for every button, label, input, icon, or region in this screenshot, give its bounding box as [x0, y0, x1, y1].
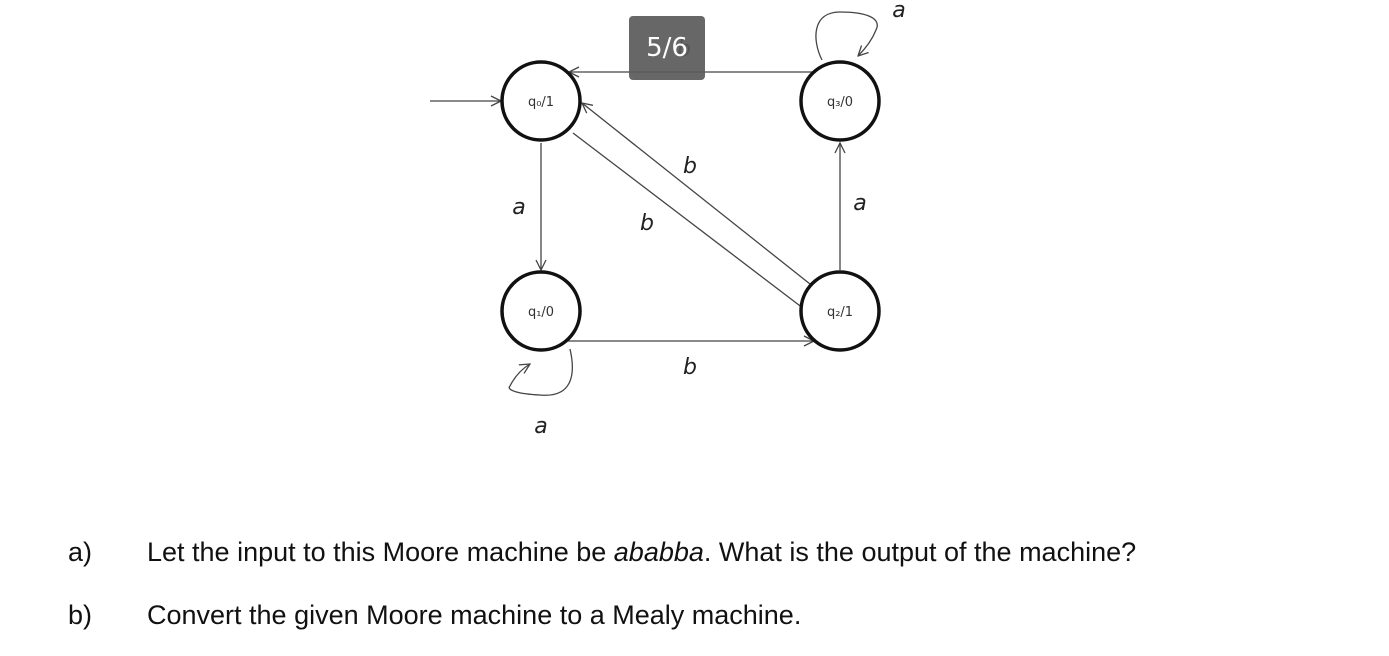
state-q0: q₀/1: [500, 60, 582, 142]
page-indicator: 5/6: [629, 16, 705, 80]
state-label-q2: q₂/1: [827, 305, 853, 320]
edge-label-q0-q1: a: [512, 195, 525, 220]
state-q2: q₂/1: [799, 270, 881, 352]
edge-q2-q0: [582, 103, 811, 285]
question-a-letter: a): [68, 537, 93, 567]
question-a-text-before: Let the input to this Moore machine be: [147, 537, 614, 567]
state-label-q3: q₃/0: [827, 95, 853, 110]
question-a-text-after: . What is the output of the machine?: [703, 537, 1137, 567]
state-label-q0: q₀/1: [528, 95, 554, 110]
question-a-text: Let the input to this Moore machine be a…: [147, 537, 1136, 568]
state-q3: q₃/0: [799, 60, 881, 142]
edge-label-q1-q2: b: [683, 355, 697, 380]
edge-label-q1-q1: a: [534, 414, 547, 439]
moore-machine-diagram: a a b b b a a b q₀/1 q₁/0 q₂/1 q₃/0: [430, 0, 906, 439]
question-b-letter: b): [68, 600, 93, 630]
edge-label-q2-q0: b: [683, 154, 697, 179]
state-q1: q₁/0: [500, 270, 582, 352]
edge-q3-q3-loop: [815, 11, 878, 61]
edge-label-q3-q3: a: [892, 0, 905, 23]
edge-q0-q2: [572, 132, 816, 318]
state-label-q1: q₁/0: [528, 305, 554, 320]
question-b-text: Convert the given Moore machine to a Mea…: [147, 600, 802, 630]
question-a-input-string: ababba: [613, 537, 704, 567]
edge-label-q2-q3: a: [853, 191, 866, 216]
edge-label-q0-q2: b: [640, 211, 654, 236]
edge-q1-q1-loop: [508, 348, 573, 396]
